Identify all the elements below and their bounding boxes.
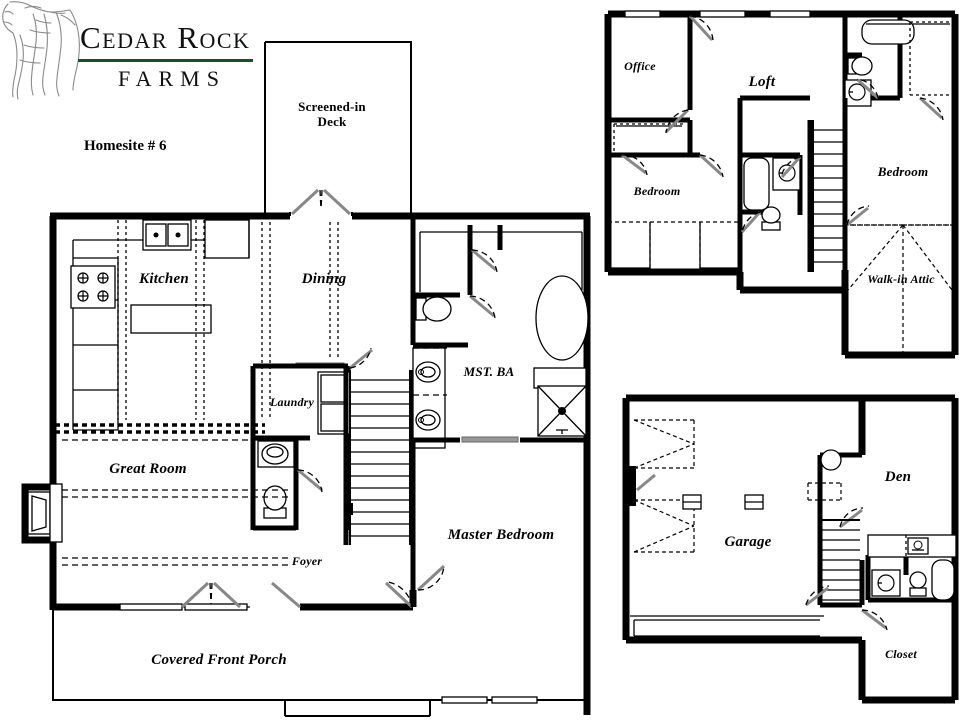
logo-title: Cedar Rock bbox=[80, 20, 251, 55]
room-den: Den bbox=[884, 469, 912, 485]
horse-outline-icon bbox=[2, 1, 80, 100]
laundry-and-powder-bath bbox=[250, 347, 373, 531]
room-great-room: Great Room bbox=[109, 461, 187, 477]
room-walk-in-attic: Walk-in Attic bbox=[867, 272, 935, 286]
master-bath bbox=[410, 225, 589, 449]
room-covered-front-porch: Covered Front Porch bbox=[151, 652, 287, 668]
room-master-bath: MST. BA bbox=[463, 364, 515, 379]
room-closet: Closet bbox=[885, 647, 917, 661]
room-foyer: Foyer bbox=[291, 554, 323, 568]
second-floor-walls bbox=[604, 10, 959, 359]
main-stairs bbox=[343, 366, 416, 545]
room-master-bedroom: Master Bedroom bbox=[447, 527, 555, 543]
room-laundry: Laundry bbox=[269, 395, 315, 409]
room-dining: Dining bbox=[301, 271, 347, 287]
homesite-label: Homesite # 6 bbox=[84, 138, 167, 154]
main-floor-interior-walls bbox=[250, 216, 416, 607]
screened-in-deck-outline bbox=[264, 41, 412, 215]
master-bedroom bbox=[416, 459, 590, 704]
logo-subtitle: FARMS bbox=[118, 66, 226, 91]
room-loft: Loft bbox=[748, 74, 776, 90]
great-room bbox=[21, 439, 290, 566]
room-bedroom-left: Bedroom bbox=[633, 184, 681, 198]
room-garage: Garage bbox=[724, 534, 772, 550]
room-bedroom-front-right: Bedroom bbox=[877, 164, 929, 179]
room-kitchen: Kitchen bbox=[139, 271, 189, 287]
logo-divider-rule bbox=[78, 59, 253, 62]
kitchen-fixtures bbox=[55, 213, 271, 434]
cedar-rock-farms-logo: Cedar Rock FARMS bbox=[0, 0, 270, 110]
garage-level-walls bbox=[622, 394, 959, 704]
room-office: Office bbox=[624, 59, 656, 73]
